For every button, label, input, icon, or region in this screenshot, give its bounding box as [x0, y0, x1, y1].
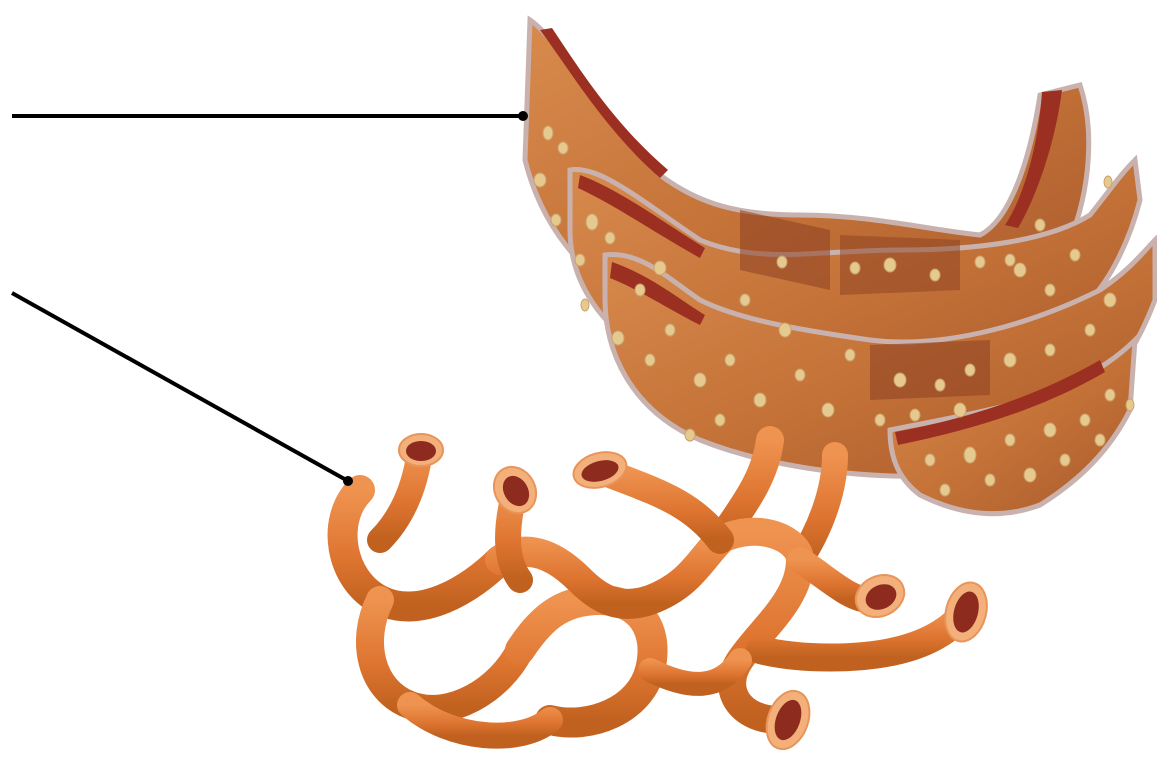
leader-dot-rough-er: [518, 111, 528, 121]
leader-dot-smooth-er: [343, 476, 353, 486]
rough-er: [525, 20, 1155, 514]
smooth-er-tubule-e: [500, 540, 720, 604]
leader-line-smooth-er: [12, 293, 348, 481]
smooth-er: [343, 434, 994, 755]
leader-lines: [12, 111, 528, 486]
smooth-er-tubule-l: [650, 660, 740, 684]
smooth-er-tubule-a: [343, 490, 500, 606]
